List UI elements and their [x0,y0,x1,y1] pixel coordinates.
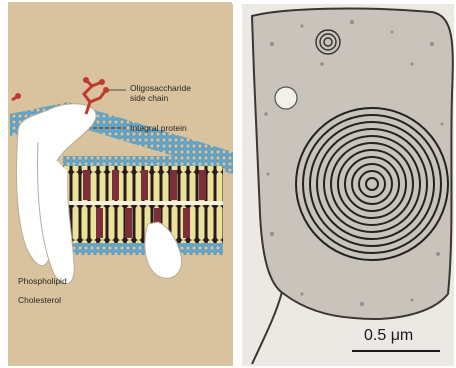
scale-bar-label: 0.5 μm [364,327,413,345]
membrane-diagram-panel: Oligosaccharide side chain Integral prot… [8,2,233,366]
scale-bar [352,350,440,352]
label-integral-protein: Integral protein [130,123,187,133]
label-phospholipid: Phospholipid [18,276,67,286]
bilayer-lower-heads [63,243,223,255]
micrograph-image [242,4,454,366]
label-side-chain: side chain [130,93,168,103]
micrograph-panel: 0.5 μm [242,4,454,366]
lower-leaflet [63,205,223,243]
label-oligosaccharide: Oligosaccharide [130,83,191,93]
vesicle [275,87,297,109]
membrane-illustration [8,2,233,366]
label-cholesterol: Cholesterol [18,295,61,305]
